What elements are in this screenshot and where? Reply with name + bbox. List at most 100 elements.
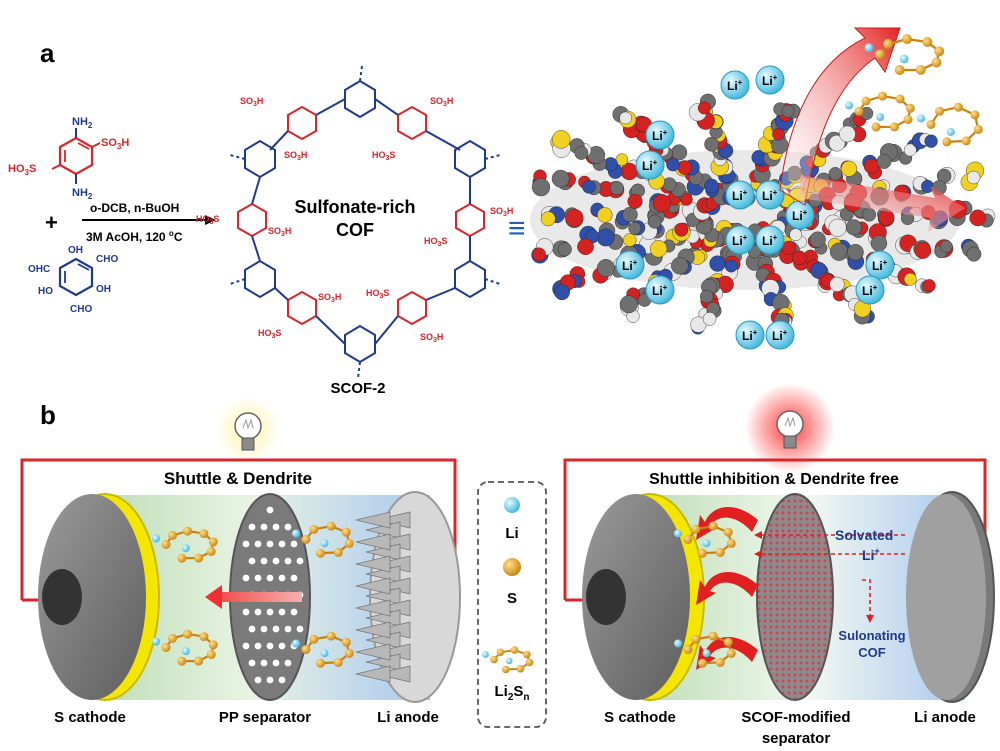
- atom-sphere: [845, 219, 862, 236]
- sulfur-atom: [206, 547, 216, 556]
- atom-sphere: [922, 279, 936, 293]
- atom-sphere: [674, 222, 689, 237]
- svg-text:SO3H: SO3H: [420, 332, 443, 344]
- li-ion-label: Li+: [762, 73, 778, 88]
- annotation-sulfonating-1: Sulonating: [838, 628, 905, 643]
- sulfur-atom: [199, 632, 209, 642]
- separator-pore: [260, 523, 268, 531]
- separator-pore: [254, 540, 262, 548]
- separator-pore: [260, 557, 268, 565]
- lithium-atom: [702, 539, 711, 548]
- lithium-atom: [152, 637, 160, 646]
- separator-pore: [242, 574, 250, 582]
- cho-right-label: CHO: [96, 254, 118, 265]
- li-ion-ball: [725, 180, 755, 210]
- atom-sphere: [704, 136, 719, 152]
- sulfur-atom: [708, 631, 718, 641]
- sulfur-atom: [715, 657, 725, 667]
- atom-sphere: [554, 284, 570, 301]
- lithium-atom: [292, 529, 300, 538]
- separator-pore: [254, 676, 262, 684]
- atom-sphere: [597, 259, 615, 277]
- blocking-arrows: [696, 507, 758, 670]
- lithium-atom: [864, 43, 874, 53]
- separator-pore: [278, 540, 286, 548]
- separator-pore: [296, 625, 304, 633]
- li-ion-label: Li+: [732, 188, 748, 203]
- sulfur-atom: [194, 656, 204, 666]
- atom-sphere: [709, 255, 726, 272]
- dendrite-spike: [375, 665, 411, 683]
- legend-s-label: S: [507, 590, 517, 607]
- nh2-bottom-label: NH2: [72, 187, 93, 201]
- cathode-disc-right: [582, 494, 690, 700]
- sulfur-atom: [894, 65, 905, 75]
- atom-sphere: [924, 134, 938, 148]
- polysulfide-chains-right: [674, 521, 736, 668]
- sulfur-atom: [942, 137, 952, 147]
- annotation-solvated: Solvated: [835, 527, 893, 543]
- so3h-right-label: SO3H: [101, 137, 129, 151]
- sulfur-atom: [199, 529, 209, 539]
- sulfur-atom: [961, 136, 971, 146]
- separator-pore: [272, 659, 280, 667]
- atom-sphere: [700, 289, 714, 304]
- sulfur-atom: [871, 122, 881, 132]
- right-separator-label-2: separator: [762, 730, 831, 747]
- separator-pore: [254, 642, 262, 650]
- sulfur-atom: [683, 645, 693, 654]
- atom-sphere: [677, 160, 693, 175]
- lithium-atom: [181, 544, 190, 553]
- atom-sphere: [789, 228, 803, 241]
- legend-s-ball: [503, 558, 521, 576]
- sulfur-atom: [935, 106, 945, 116]
- dendrite-spike: [355, 511, 391, 529]
- lithium-atom: [674, 639, 682, 648]
- atom-sphere: [577, 238, 594, 255]
- sulfur-atom: [516, 664, 525, 673]
- li-ion-ball: [865, 250, 895, 280]
- sulfur-atom: [902, 34, 912, 45]
- atom-sphere: [652, 194, 671, 213]
- separator-pore: [272, 557, 280, 565]
- sulfur-atom: [344, 538, 354, 548]
- atom-sphere: [597, 207, 613, 223]
- atom-sphere: [649, 240, 668, 258]
- lithium-atom: [320, 649, 329, 658]
- legend-li-label: Li: [505, 525, 518, 542]
- separator-pore: [248, 557, 256, 565]
- lithium-atom: [946, 127, 955, 136]
- li-ion-label: Li+: [652, 128, 668, 143]
- sulfur-atom: [316, 548, 325, 558]
- atom-sphere: [870, 235, 888, 252]
- sulfur-atom: [208, 537, 218, 547]
- atom-sphere: [582, 179, 596, 194]
- equivalent-symbol: ≡: [508, 212, 526, 245]
- atom-sphere: [966, 170, 981, 185]
- atom-sphere: [666, 157, 680, 172]
- ho-left-label: HO: [38, 286, 53, 297]
- dendrite-spike: [355, 599, 391, 617]
- atom-sphere: [647, 214, 662, 229]
- sulfur-atom: [177, 553, 187, 563]
- atom-sphere: [863, 158, 880, 174]
- sulfur-atom: [861, 96, 871, 106]
- oh-right-label: OH: [96, 284, 111, 295]
- lithium-atom: [702, 649, 711, 658]
- svg-text:HO3S: HO3S: [258, 328, 281, 340]
- lithium-atom: [292, 639, 300, 648]
- atom-sphere: [531, 178, 551, 197]
- sulfur-atom: [183, 629, 193, 639]
- li-ion-label: Li+: [762, 188, 778, 203]
- cof-center-label-2: COF: [336, 220, 374, 240]
- separator-pore: [266, 642, 274, 650]
- separator-pore: [242, 608, 250, 616]
- sulfur-atom: [723, 637, 733, 647]
- atom-sphere: [876, 153, 892, 169]
- separator-pore: [284, 659, 292, 667]
- separator-pore: [242, 642, 250, 650]
- lithium-atom: [181, 647, 190, 656]
- li-ion-ball: [645, 120, 675, 150]
- li-ion-label: Li+: [727, 78, 743, 93]
